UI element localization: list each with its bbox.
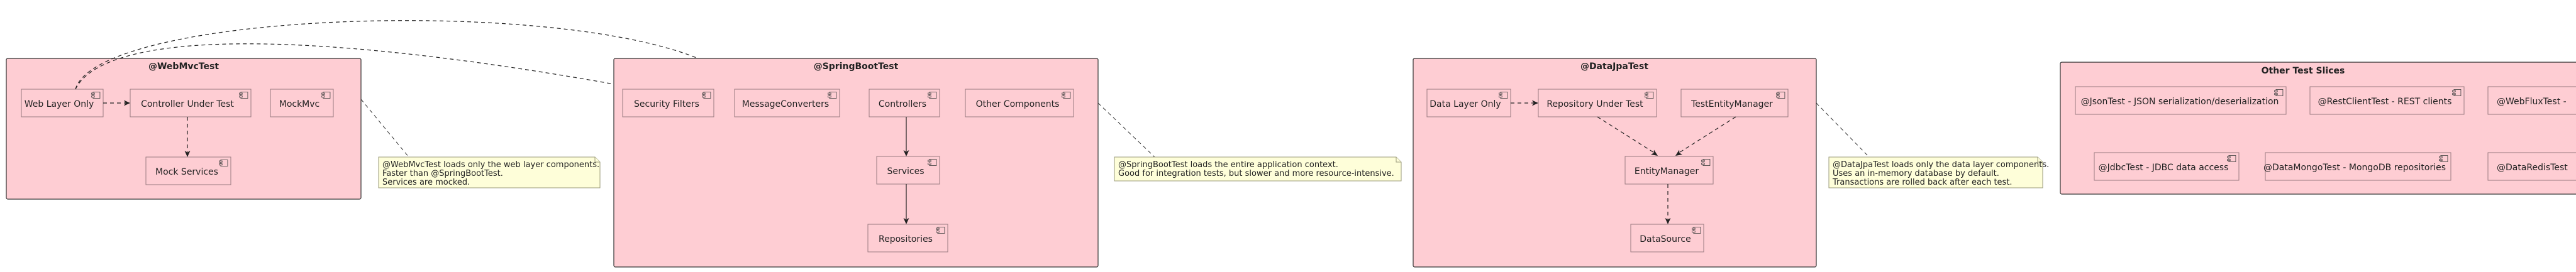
component-label: @DataMongoTest - MongoDB repositories [2263,163,2446,173]
component-icon [2439,155,2448,162]
component-icon [321,92,331,99]
note-line: @DataJpaTest loads only the data layer c… [1833,160,2049,170]
note-connector [360,99,409,158]
note-springboottest: @SpringBootTest loads the entire applica… [1097,102,1402,182]
component-controllers[interactable]: Controllers [869,89,940,117]
component-icon [936,227,945,234]
edge-testentitymanager-to-entitymanager [1679,116,1736,153]
component-icon [1692,227,1701,234]
component-icon [2274,89,2284,96]
arrowhead [903,150,909,156]
note-line: Good for integration tests, but slower a… [1118,169,1394,178]
component-icon [1776,92,1785,99]
arrowhead [184,151,191,157]
component-icon [1701,159,1711,166]
component-label: Other Components [976,99,1060,109]
package-springboottest-title: @SpringBootTest [814,62,899,72]
note-webmvctest: @WebMvcTest loads only the web layer com… [360,99,601,188]
component-label: Data Layer Only [1430,99,1501,109]
note-line: Services are mocked. [382,178,470,187]
component-label: Repository Under Test [1546,99,1643,109]
component-data-layer-only[interactable]: Data Layer Only [1426,89,1511,117]
component-label: Controllers [879,99,926,109]
package-other-test-slices: Other Test Slices @JsonTest - JSON seria… [2060,62,2576,195]
component-icon [2227,155,2236,162]
component-icon [2452,89,2462,96]
component-icon [928,159,937,166]
component-icon [702,92,711,99]
note-datajpatest: @DataJpaTest loads only the data layer c… [1816,102,2049,188]
component-icon [239,92,248,99]
component-label: Repositories [879,234,933,244]
component-label: MessageConverters [742,99,829,109]
arrowhead [124,100,130,106]
component-icon [1062,92,1071,99]
component-testentitymanager[interactable]: TestEntityManager [1680,89,1789,117]
package-webmvctest-title: @WebMvcTest [148,62,219,72]
note-line: Transactions are rolled back after each … [1832,178,2012,187]
component-label: Controller Under Test [141,99,234,109]
component-label: EntityManager [1635,166,1699,177]
arrowhead [1665,218,1671,224]
note-line: @SpringBootTest loads the entire applica… [1118,160,1338,170]
component-entitymanager[interactable]: EntityManager [1624,156,1714,185]
component-repositories[interactable]: Repositories [867,224,948,253]
component-icon [828,92,837,99]
note-connector [1816,102,1870,158]
component-label: @RestClientTest - REST clients [2318,97,2452,107]
arrowhead [1651,150,1658,156]
component-label: @WebFluxTest - [2497,97,2567,107]
edge-weblayer-to-security-filters [75,43,618,90]
component-web-layer-only[interactable]: Web Layer Only [21,89,104,117]
arrowhead [1675,150,1682,156]
edge-repository-to-entitymanager [1597,116,1655,153]
component-other-components[interactable]: Other Components [965,89,1074,117]
component-icon [928,92,937,99]
component-dataredistest[interactable]: @DataRedisTest [2487,152,2576,181]
component-label: Security Filters [634,99,699,109]
component-label: Web Layer Only [25,99,94,109]
edge-weblayer-to-messageconverters [75,20,740,90]
arrowhead [903,218,909,224]
component-label: @JsonTest - JSON serialization/deseriali… [2081,97,2279,107]
component-label: @JdbcTest - JDBC data access [2099,163,2229,173]
note-line: @WebMvcTest loads only the web layer com… [382,160,599,170]
component-services[interactable]: Services [876,156,940,185]
note-connector [1097,102,1155,158]
component-label: Services [887,166,924,177]
component-messageconverters[interactable]: MessageConverters [734,89,840,117]
component-label: Mock Services [155,167,218,177]
component-restclienttest[interactable]: @RestClientTest - REST clients [2309,86,2465,115]
component-label: TestEntityManager [1690,99,1773,109]
package-springboottest: @SpringBootTest Security Filters Message… [613,58,1099,268]
component-jsontest[interactable]: @JsonTest - JSON serialization/deseriali… [2075,86,2287,115]
component-webfluxtest[interactable]: @WebFluxTest - [2487,86,2576,115]
package-other-test-slices-title: Other Test Slices [2262,66,2345,76]
component-label: DataSource [1640,234,1691,244]
component-icon [1645,92,1654,99]
component-icon [1499,92,1508,99]
component-mockmvc[interactable]: MockMvc [270,89,334,117]
package-webmvctest: @WebMvcTest Web Layer Only Controller Un… [6,58,362,200]
component-label: @DataRedisTest [2497,163,2568,173]
component-icon [219,160,228,166]
package-datajpatest: @DataJpaTest Data Layer Only Repository … [1413,58,1817,268]
component-mock-services[interactable]: Mock Services [145,156,231,185]
component-jdbctest[interactable]: @JdbcTest - JDBC data access [2094,152,2240,181]
note-line: Uses an in-memory database by default. [1833,169,1999,178]
component-label: MockMvc [279,99,320,109]
component-datamongotest[interactable]: @DataMongoTest - MongoDB repositories [2263,152,2451,181]
arrowhead [1532,100,1538,106]
component-icon [91,92,101,99]
component-security-filters[interactable]: Security Filters [622,89,714,117]
component-datasource[interactable]: DataSource [1630,224,1704,253]
component-controller-under-test[interactable]: Controller Under Test [130,89,252,117]
package-datajpatest-title: @DataJpaTest [1580,62,1648,72]
component-repository-under-test[interactable]: Repository Under Test [1538,89,1657,117]
note-line: Faster than @SpringBootTest. [382,169,503,178]
